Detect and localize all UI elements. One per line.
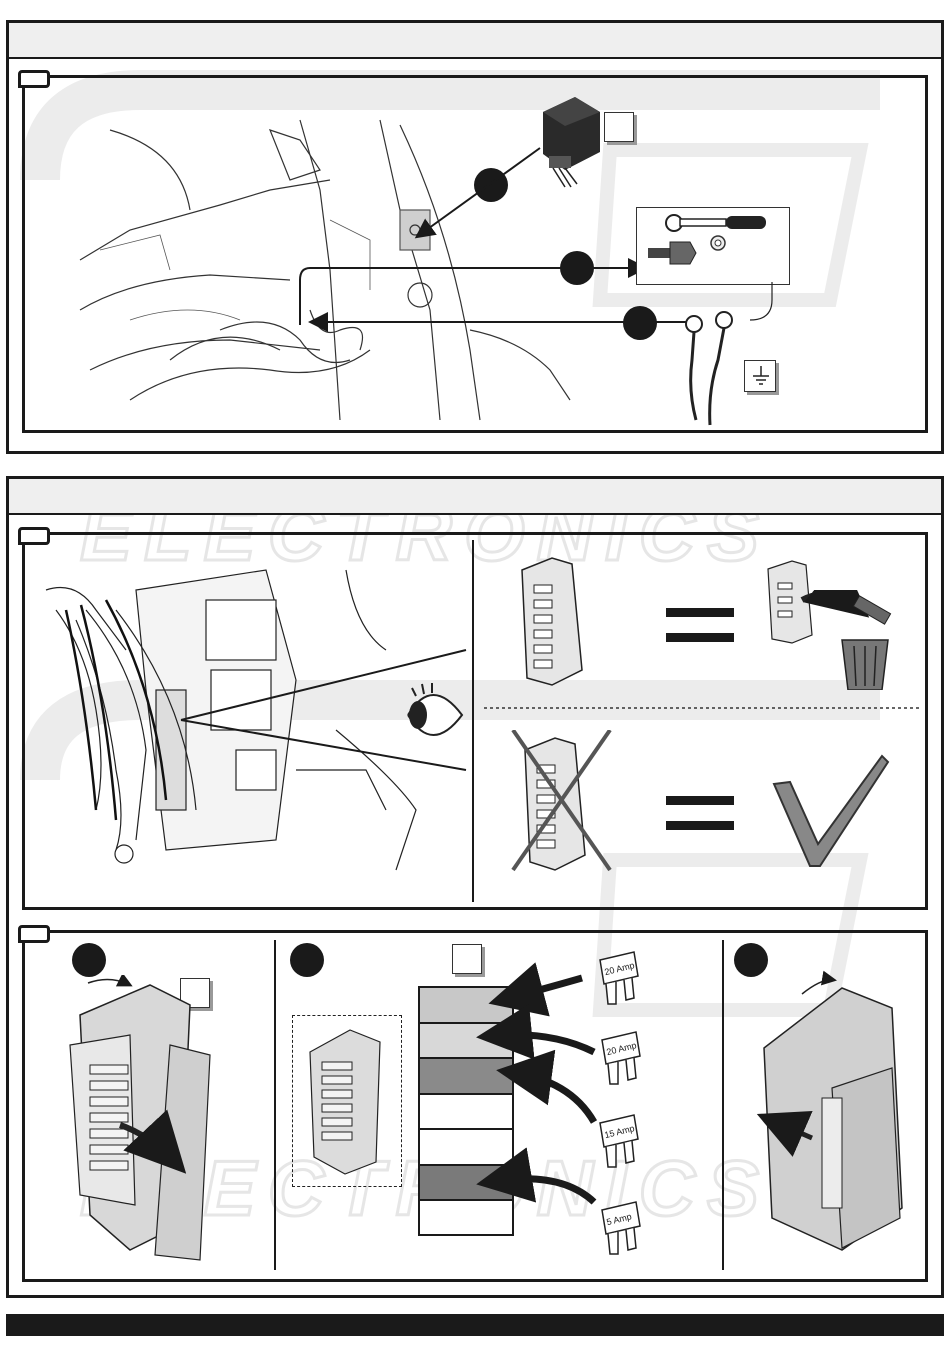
fuse-holder-ok-icon	[512, 550, 592, 690]
step3-tab	[18, 925, 50, 943]
nut-icon	[708, 233, 728, 253]
fuse-icon-3: 15 Amp	[594, 1113, 644, 1171]
dotted-separator	[484, 706, 920, 710]
ground-cable-icon	[680, 280, 790, 430]
equals-icon-top	[666, 608, 736, 644]
step3-badge-a	[72, 943, 106, 977]
checkmark-icon	[770, 752, 890, 872]
fuse-icon-2: 20 Amp	[596, 1030, 646, 1088]
step2-header	[9, 479, 941, 515]
equals-icon-bottom	[666, 796, 736, 832]
step3-divider-left	[274, 940, 276, 1270]
eye-icon	[402, 680, 466, 750]
fuse-holder-crossed-icon	[505, 730, 615, 875]
bolt-icon	[646, 236, 706, 272]
fuse-holder-small-icon	[300, 1022, 392, 1178]
fuse-icon-1: 20 Amp	[594, 950, 644, 1008]
step3-divider-right	[722, 940, 724, 1270]
step1-arrows	[0, 0, 950, 460]
trash-bin-icon	[800, 590, 900, 690]
footer-bar	[6, 1314, 944, 1336]
ground-icon	[750, 364, 772, 388]
step3-badge-b	[290, 943, 324, 977]
step2-tab	[18, 527, 50, 545]
fuse-holder-open-illustration	[60, 975, 220, 1265]
fuse-holder-closed-illustration	[752, 968, 912, 1258]
fuse-icon-4: 5 Amp	[596, 1200, 646, 1258]
